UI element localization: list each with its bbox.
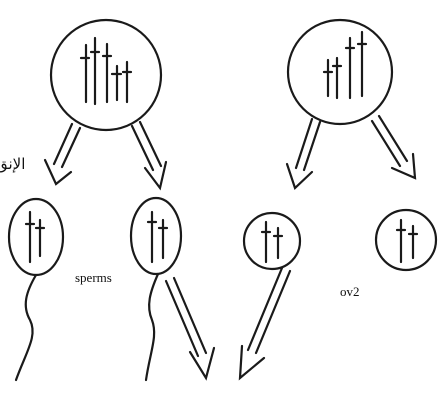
arrow-fertilization-right <box>238 266 292 381</box>
sperm-2 <box>129 196 183 382</box>
meiosis-label: الإنق <box>0 155 26 173</box>
ov-cell-2 <box>374 208 438 272</box>
parent-cell-right <box>286 18 394 126</box>
sperm-1 <box>7 197 65 382</box>
ov2-label: ov2 <box>340 284 360 299</box>
ov-cell-1 <box>242 211 302 271</box>
sperms-label: sperms <box>75 270 112 285</box>
arrow-right-2 <box>370 114 417 180</box>
arrow-left-2 <box>130 120 168 191</box>
arrow-fertilization-left <box>164 276 216 381</box>
arrow-left-1 <box>43 122 82 186</box>
parent-cell-left <box>49 18 163 132</box>
arrow-right-1 <box>285 117 322 190</box>
